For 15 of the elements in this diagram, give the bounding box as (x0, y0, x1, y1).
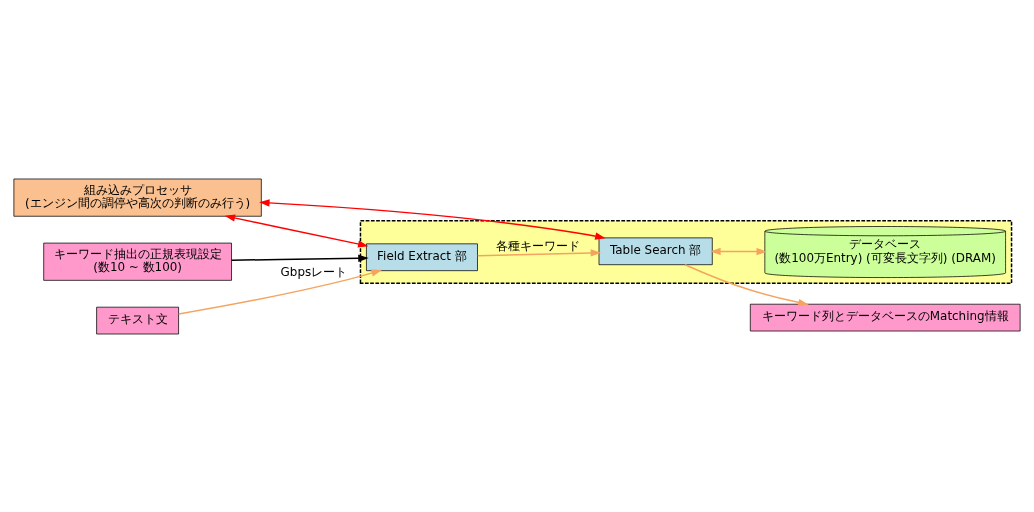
arrow (477, 248, 602, 257)
node-box: キーワード列とデータベースのMatching情報 (749, 303, 1021, 331)
node-box: Table Search 部 (598, 237, 713, 265)
node-box: 組み込みプロセッサ (エンジン間の調停や高次の判断のみ行う) (13, 178, 262, 217)
arrow (259, 198, 606, 240)
node-box: Field Extract 部 (366, 242, 478, 271)
edge-label: Gbpsレート (280, 264, 348, 279)
node-box: テキスト文 (96, 306, 179, 334)
arrow (684, 263, 809, 306)
arrow (178, 269, 382, 315)
node-box: キーワード抽出の正規表現設定 (数10 ~ 数100) (43, 242, 232, 281)
arrow (710, 247, 767, 255)
edge-label: 各種キーワード (496, 238, 581, 253)
arrow (224, 213, 369, 248)
arrow (230, 254, 369, 262)
